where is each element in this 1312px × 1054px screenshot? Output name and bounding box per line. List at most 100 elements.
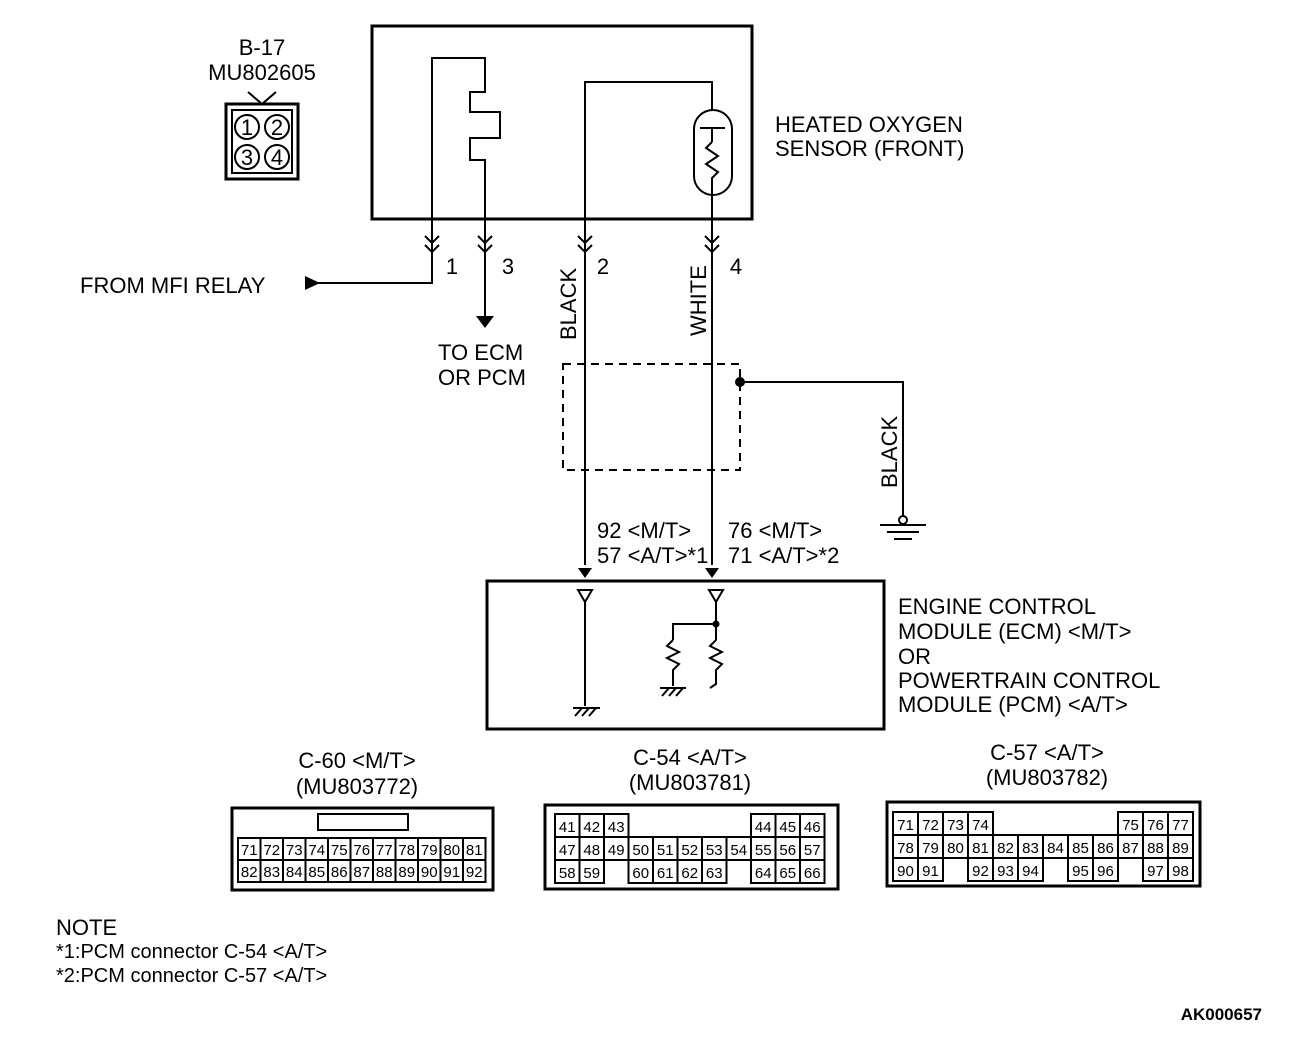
note-1: *1:PCM connector C-54 <A/T> xyxy=(56,941,327,963)
pin-number: 78 xyxy=(398,842,415,859)
pin-number: 54 xyxy=(730,842,747,859)
pin-number: 61 xyxy=(657,865,674,882)
module-line1: ENGINE CONTROL xyxy=(898,594,1096,619)
pin-number: 97 xyxy=(1147,863,1164,880)
pin-number: 85 xyxy=(1072,840,1089,857)
pin-number: 51 xyxy=(657,842,674,859)
pin-number: 91 xyxy=(443,864,460,881)
pin-number: 81 xyxy=(466,842,483,859)
ecm-box xyxy=(485,579,886,731)
pin-number: 74 xyxy=(972,817,989,834)
c54-part: (MU803781) xyxy=(629,770,751,795)
pin-number: 95 xyxy=(1072,863,1089,880)
wire-white-label: WHITE xyxy=(686,265,711,336)
pin-number: 71 xyxy=(897,817,914,834)
pin-number: 82 xyxy=(997,840,1014,857)
module-line3: OR xyxy=(898,644,931,669)
module-line4: POWERTRAIN CONTROL xyxy=(898,668,1160,693)
shield-ground-wire xyxy=(740,381,904,516)
pin-number: 88 xyxy=(1147,840,1164,857)
at71-label: 71 <A/T>*2 xyxy=(728,543,839,568)
pin-cell xyxy=(1017,857,1044,882)
pin-number: 92 xyxy=(466,864,483,881)
c60-title: C-60 <M/T> xyxy=(298,748,415,773)
pin-number: 57 xyxy=(804,842,821,859)
note-2: *2:PCM connector C-57 <A/T> xyxy=(56,965,327,987)
pin-number: 83 xyxy=(263,864,280,881)
pin-number: 89 xyxy=(1172,840,1189,857)
note-title: NOTE xyxy=(56,915,117,940)
pin-number: 76 xyxy=(1147,817,1164,834)
c54-title: C-54 <A/T> xyxy=(633,745,747,770)
pin-number: 73 xyxy=(947,817,964,834)
mfi-arrow-icon xyxy=(305,276,320,290)
pin-number: 66 xyxy=(804,865,821,882)
pin-number: 63 xyxy=(706,865,723,882)
pin-number: 75 xyxy=(1122,817,1139,834)
ecm-pin-arrow-black xyxy=(578,568,592,578)
from-mfi-label: FROM MFI RELAY xyxy=(80,273,266,298)
pin-cell xyxy=(799,859,826,884)
pin-number: 77 xyxy=(376,842,393,859)
to-ecm-label-2: OR PCM xyxy=(438,365,526,390)
pin-number: 72 xyxy=(922,817,939,834)
pin-number: 80 xyxy=(443,842,460,859)
pin-number: 94 xyxy=(1022,863,1039,880)
pin-number: 85 xyxy=(308,864,325,881)
pin4-label: 4 xyxy=(730,254,742,279)
sensor-black-wire xyxy=(584,81,713,565)
pin3-label: 3 xyxy=(502,254,514,279)
pin-number: 78 xyxy=(897,840,914,857)
pin-number: 73 xyxy=(286,842,303,859)
pin-number: 79 xyxy=(922,840,939,857)
pin-number: 76 xyxy=(353,842,370,859)
pin-number: 55 xyxy=(755,842,772,859)
mt92-label: 92 <M/T> xyxy=(597,518,691,543)
pin1-label: 1 xyxy=(446,254,458,279)
pin-number: 92 xyxy=(972,863,989,880)
pin-cell xyxy=(917,857,944,882)
heater-element xyxy=(431,57,501,320)
c57-part: (MU803782) xyxy=(986,765,1108,790)
at57-label: 57 <A/T>*1 xyxy=(597,543,708,568)
sensor-title-2: SENSOR (FRONT) xyxy=(775,136,964,161)
pin-number: 42 xyxy=(583,819,600,836)
pin-cell xyxy=(578,859,605,884)
pin-number: 52 xyxy=(681,842,698,859)
b17-pin3: 3 xyxy=(241,145,253,170)
c57-connector xyxy=(885,800,1202,888)
ecm-internal-circuit xyxy=(660,602,725,697)
pin-number: 87 xyxy=(353,864,370,881)
pin-number: 88 xyxy=(376,864,393,881)
pin-number: 79 xyxy=(421,842,438,859)
pin-number: 80 xyxy=(947,840,964,857)
pin-cell xyxy=(1092,857,1119,882)
pin-number: 89 xyxy=(398,864,415,881)
pin-number: 64 xyxy=(755,865,772,882)
ecm-input-black-icon xyxy=(576,589,594,604)
pin-number: 43 xyxy=(608,819,625,836)
pin-number: 41 xyxy=(559,819,576,836)
to-ecm-label-1: TO ECM xyxy=(438,340,523,365)
pin-number: 72 xyxy=(263,842,280,859)
b17-pin4: 4 xyxy=(271,145,283,170)
b17-pin2: 2 xyxy=(271,115,283,140)
pin-number: 49 xyxy=(608,842,625,859)
ecm-ground-icon xyxy=(573,707,600,717)
c54-connector xyxy=(543,803,840,891)
connector-b17-icon: 1 2 3 4 xyxy=(224,91,300,181)
connector-chevrons xyxy=(424,235,720,254)
pin-number: 84 xyxy=(286,864,303,881)
pin-cell xyxy=(701,859,728,884)
pin-number: 98 xyxy=(1172,863,1189,880)
module-line2: MODULE (ECM) <M/T> xyxy=(898,619,1131,644)
wire-black-label: BLACK xyxy=(556,268,581,340)
b17-pin1: 1 xyxy=(241,115,253,140)
pin-number: 75 xyxy=(331,842,348,859)
pin-number: 82 xyxy=(241,864,258,881)
pin-number: 87 xyxy=(1122,840,1139,857)
pin-cell xyxy=(462,859,487,883)
shield-box xyxy=(562,363,741,471)
